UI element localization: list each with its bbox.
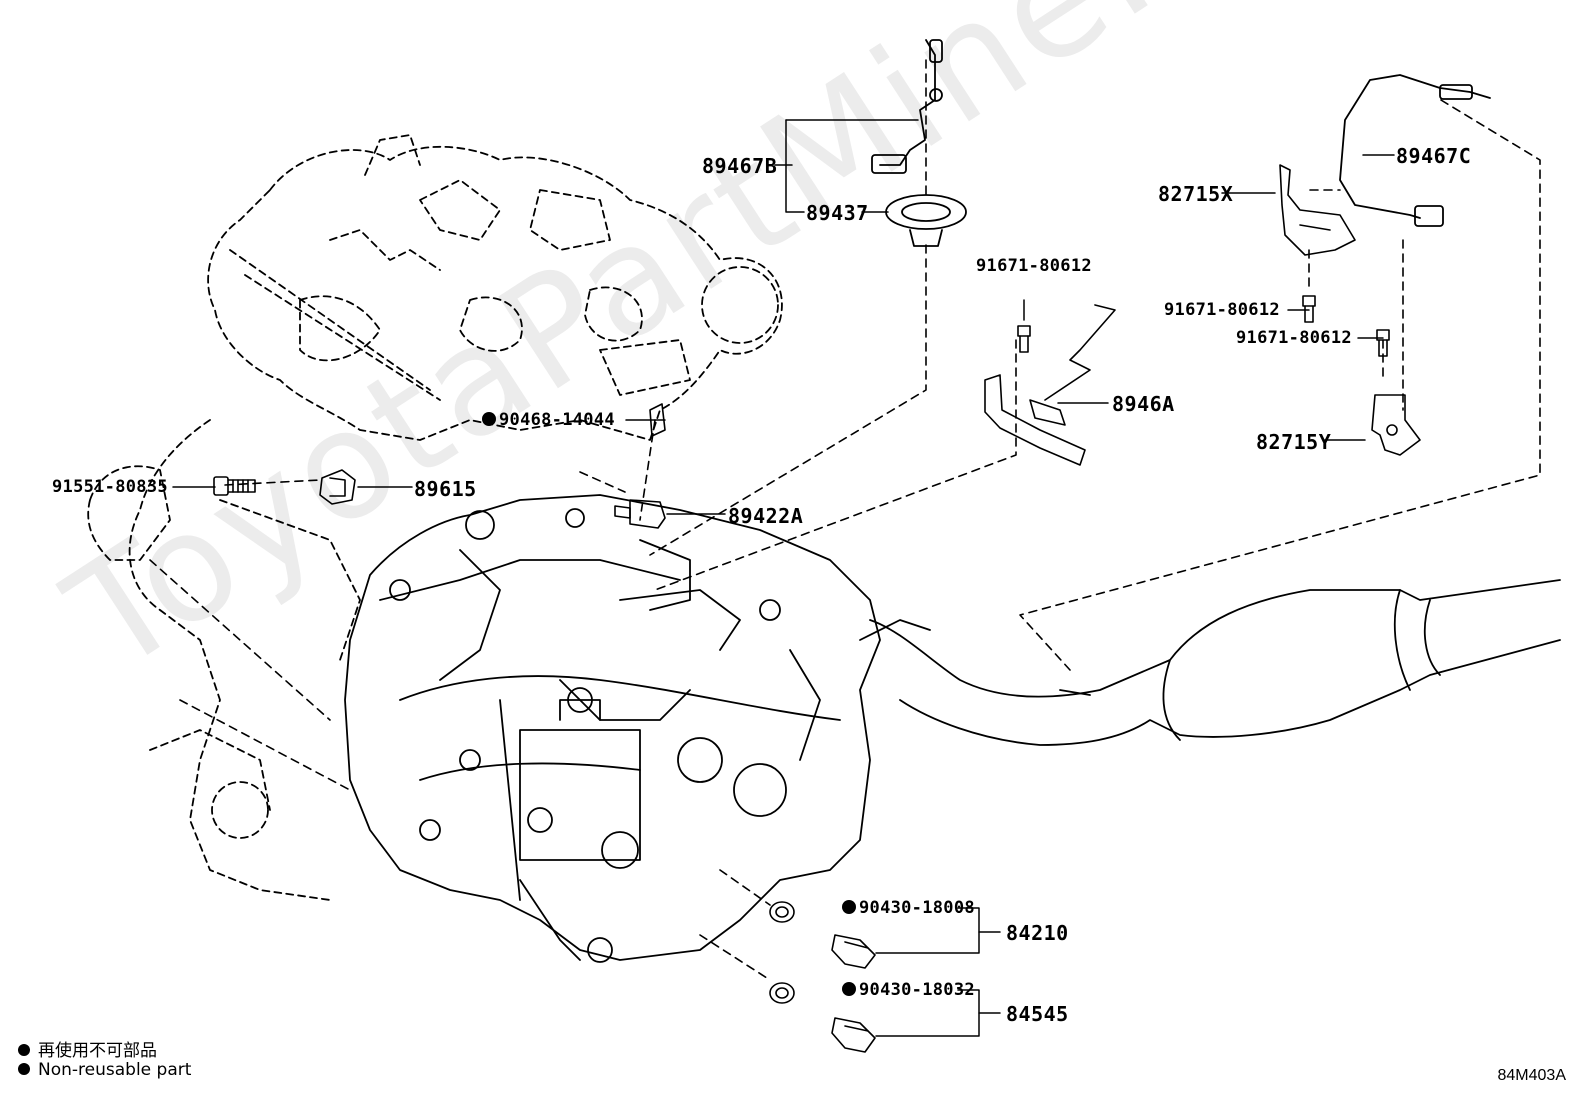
callout-91671-c[interactable]: 91671-80612	[1236, 328, 1352, 348]
callout-89437[interactable]: 89437	[806, 201, 869, 225]
callout-84210[interactable]: 84210	[1006, 921, 1069, 945]
label-leaders	[172, 119, 1395, 1037]
leader-lines	[149, 59, 1541, 981]
callout-8946A[interactable]: 8946A	[1112, 392, 1175, 416]
callout-82715Y[interactable]: 82715Y	[1256, 430, 1332, 454]
legend-item-en: Non-reusable part	[18, 1060, 191, 1080]
clip-90468	[649, 403, 666, 437]
bolt-91671-b	[1302, 295, 1316, 323]
callout-89467C[interactable]: 89467C	[1396, 144, 1472, 168]
bracket-82715Y	[1371, 394, 1421, 456]
switch-84545	[831, 1017, 876, 1053]
legend-item-jp: 再使用不可部品	[18, 1036, 157, 1061]
callout-82715X[interactable]: 82715X	[1158, 182, 1234, 206]
callout-91551-80835[interactable]: 91551-80835	[52, 477, 168, 497]
callout-91671-b[interactable]: 91671-80612	[1164, 300, 1280, 320]
bolt-91671-c	[1376, 329, 1390, 357]
non-reusable-mark	[842, 982, 856, 996]
non-reusable-mark	[842, 900, 856, 914]
callout-90430-18008[interactable]: 90430-18008	[842, 900, 975, 917]
callout-89467B[interactable]: 89467B	[702, 154, 778, 178]
figure-id: 84M403A	[1497, 1067, 1567, 1084]
non-reusable-mark	[482, 412, 496, 426]
callout-89422A[interactable]: 89422A	[728, 504, 804, 528]
bracket-8946A	[984, 304, 1116, 466]
engine-assembly	[87, 134, 783, 901]
grommet-89437	[885, 194, 967, 247]
sensor-89422A	[614, 499, 666, 529]
callout-90468-14044[interactable]: 90468-14044	[482, 412, 615, 429]
sensor-89467C	[1339, 74, 1491, 227]
sensor-89467B	[871, 39, 943, 174]
bolt-91551	[213, 476, 256, 496]
filled-circle-icon	[18, 1063, 30, 1075]
clamp-82715X	[1279, 164, 1356, 256]
gasket-90430-a	[769, 901, 795, 923]
bolt-91671-a	[1017, 325, 1031, 353]
filled-circle-icon	[18, 1044, 30, 1056]
transaxle-assembly	[344, 494, 931, 963]
callout-91671-a[interactable]: 91671-80612	[976, 256, 1092, 276]
callout-84545[interactable]: 84545	[1006, 1002, 1069, 1026]
callout-90430-18032[interactable]: 90430-18032	[842, 982, 975, 999]
gasket-90430-b	[769, 982, 795, 1004]
sensor-89615	[319, 469, 356, 505]
switch-84210	[831, 934, 876, 969]
callout-89615[interactable]: 89615	[414, 477, 477, 501]
exhaust-pipe	[869, 579, 1561, 746]
